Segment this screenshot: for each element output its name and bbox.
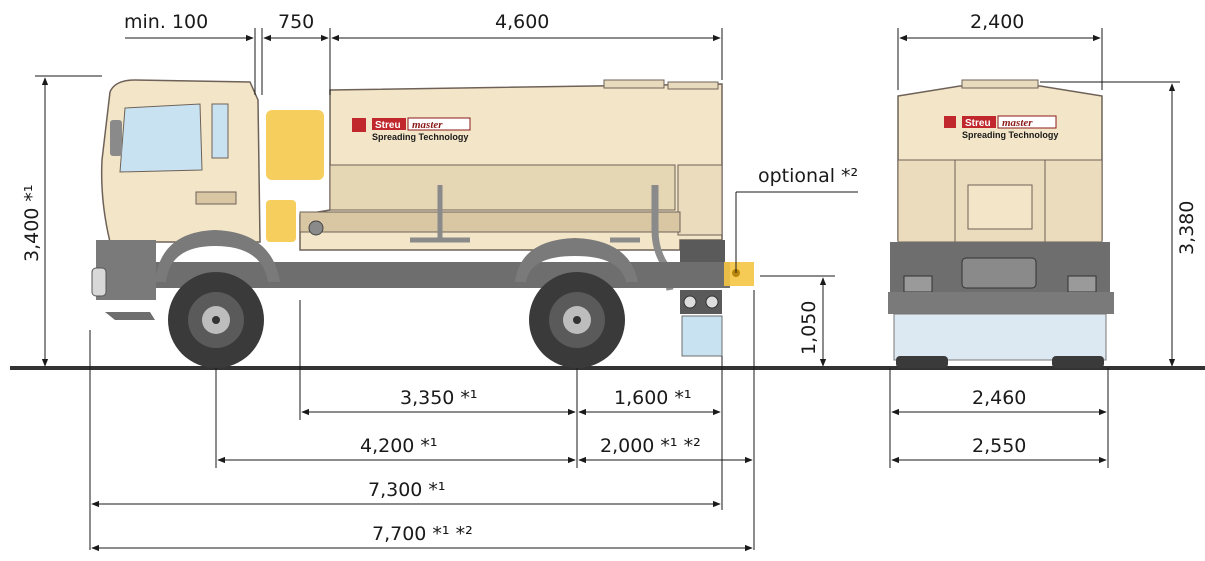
rear-light-left bbox=[903, 275, 933, 293]
label-3380: 3,380 bbox=[1176, 201, 1198, 255]
spinner-left bbox=[683, 295, 697, 309]
rear-wheel bbox=[529, 272, 625, 368]
label-2000: 2,000 *¹ *² bbox=[600, 435, 701, 457]
front-fender bbox=[155, 230, 280, 282]
hydraulic-tank-lower bbox=[266, 200, 296, 242]
hopper-lid bbox=[603, 79, 665, 89]
logo-tagline-rear: Spreading Technology bbox=[962, 130, 1058, 140]
label-7700: 7,700 *¹ *² bbox=[372, 523, 473, 545]
dimension-lines bbox=[35, 28, 1180, 552]
cab-step bbox=[105, 312, 155, 320]
dimension-labels: min. 100 750 4,600 2,400 3,400 *¹ 3,380 … bbox=[21, 11, 1198, 545]
logo-tagline: Spreading Technology bbox=[372, 132, 468, 142]
cab-window bbox=[119, 103, 203, 173]
rear-bumper bbox=[680, 240, 725, 262]
label-optional: optional *² bbox=[758, 165, 858, 187]
spinner-right bbox=[705, 295, 719, 309]
spreader-base bbox=[299, 211, 681, 233]
cab-side-window bbox=[211, 103, 229, 159]
logo-brand-left-rear: Streu bbox=[965, 118, 991, 129]
hopper-band bbox=[329, 164, 676, 211]
logo-brand-right: master bbox=[412, 119, 443, 131]
hydraulic-tank bbox=[266, 110, 324, 180]
label-750: 750 bbox=[278, 11, 314, 33]
rear-hopper-lid bbox=[961, 79, 1039, 89]
rear-fender bbox=[515, 238, 638, 282]
logo-brand-left: Streu bbox=[375, 120, 401, 131]
rear-light-right bbox=[1067, 275, 1097, 293]
pipe-left bbox=[410, 185, 470, 243]
door-handle bbox=[195, 191, 237, 205]
side-view: Streu master Spreading Technology bbox=[91, 79, 754, 368]
brand-logo-rear: Streu master Spreading Technology bbox=[944, 115, 1058, 140]
control-box bbox=[677, 164, 723, 236]
hopper-lid-2 bbox=[667, 81, 719, 90]
label-2460: 2,460 bbox=[972, 387, 1026, 409]
label-2550: 2,550 bbox=[972, 435, 1026, 457]
label-2400: 2,400 bbox=[970, 11, 1024, 33]
brand-logo-side: Streu master Spreading Technology bbox=[352, 117, 471, 142]
rear-plate-mount bbox=[961, 257, 1037, 289]
rear-bumper-bar bbox=[888, 292, 1114, 314]
spinner-guard bbox=[681, 315, 723, 357]
label-1050: 1,050 bbox=[798, 301, 820, 355]
label-min100: min. 100 bbox=[124, 11, 208, 33]
label-3400: 3,400 *¹ bbox=[21, 184, 43, 262]
headlight bbox=[91, 267, 107, 297]
label-1600: 1,600 *¹ bbox=[614, 387, 692, 409]
rear-hatch bbox=[967, 184, 1033, 230]
mirror bbox=[110, 120, 122, 156]
rear-tire-right bbox=[1052, 356, 1104, 368]
rear-tire-left bbox=[896, 356, 948, 368]
front-wheel bbox=[168, 272, 264, 368]
valve-wheel bbox=[308, 220, 324, 236]
rear-guard bbox=[893, 313, 1107, 361]
label-4200: 4,200 *¹ bbox=[360, 435, 438, 457]
label-3350: 3,350 *¹ bbox=[400, 387, 478, 409]
label-4600: 4,600 bbox=[495, 11, 549, 33]
label-7300: 7,300 *¹ bbox=[368, 479, 446, 501]
logo-brand-right-rear: master bbox=[1002, 117, 1033, 129]
rear-view: Streu master Spreading Technology bbox=[888, 79, 1114, 368]
